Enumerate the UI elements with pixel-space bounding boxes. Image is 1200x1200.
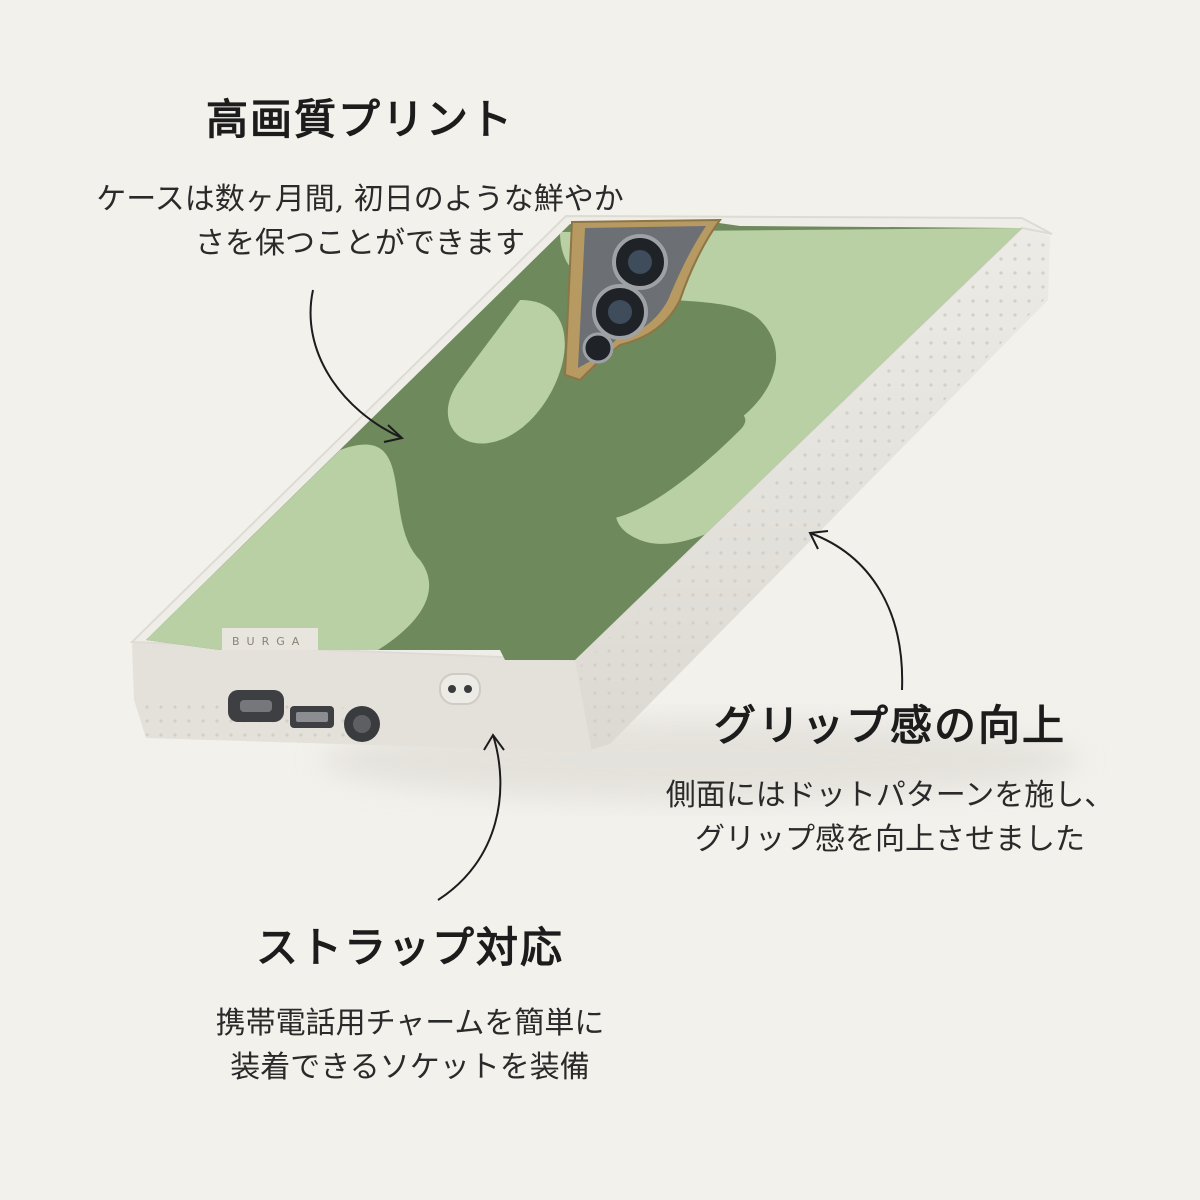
feature-strap-title: ストラップ対応 bbox=[255, 923, 564, 972]
feature-strap-line-2: 装着できるソケットを装備 bbox=[230, 1050, 590, 1085]
button-holes bbox=[439, 673, 481, 705]
feature-grip-title: グリップ感の向上 bbox=[713, 701, 1066, 750]
feature-strap: ストラップ対応 携帯電話用チャームを簡単に 装着できるソケットを装備 bbox=[90, 920, 730, 1090]
brand-logo: BURGA bbox=[222, 628, 318, 650]
feature-grip: グリップ感の向上 側面にはドットパターンを施し、 グリップ感を向上させました bbox=[600, 698, 1180, 862]
feature-grip-line-2: グリップ感を向上させました bbox=[695, 822, 1085, 857]
strap-socket-icon bbox=[344, 706, 380, 742]
arrow-curved-icon bbox=[437, 733, 505, 901]
feature-print-title: 高画質プリント bbox=[205, 95, 514, 144]
feature-strap-line-1: 携帯電話用チャームを簡単に bbox=[215, 1006, 605, 1041]
camera-lens-icon bbox=[582, 332, 614, 364]
camera-module bbox=[563, 218, 723, 382]
case-side-dots bbox=[578, 236, 1046, 744]
feature-print: 高画質プリント ケースは数ヶ月間, 初日のような鮮やか さを保つことができます bbox=[40, 92, 680, 266]
feature-grip-line-1: 側面にはドットパターンを施し、 bbox=[665, 778, 1115, 813]
speaker-grille-icon bbox=[290, 706, 334, 728]
camera-lens-icon bbox=[592, 284, 648, 340]
camera-lens-icon bbox=[612, 234, 668, 290]
phone-case: BURGA bbox=[129, 214, 1053, 752]
arrow-curved-icon bbox=[309, 289, 405, 443]
feature-print-line-2: さを保つことができます bbox=[195, 226, 525, 261]
feature-print-line-1: ケースは数ヶ月間, 初日のような鮮やか bbox=[96, 182, 624, 217]
arrow-curved-icon bbox=[808, 530, 904, 691]
brand-logo-text: BURGA bbox=[232, 635, 306, 648]
usb-port-icon bbox=[228, 690, 284, 722]
